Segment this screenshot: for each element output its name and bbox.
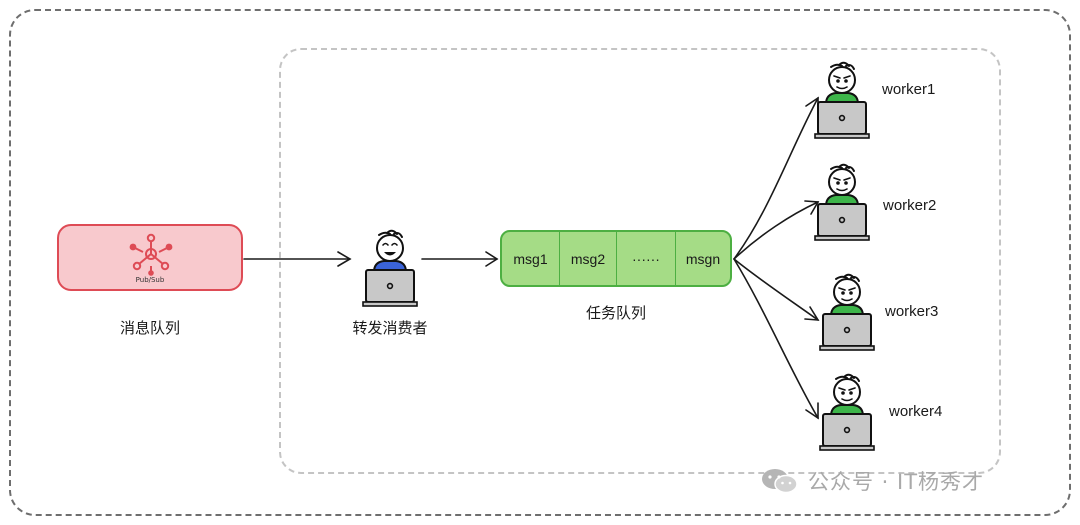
watermark-text: 公众号 · IT杨秀才 [808, 470, 985, 494]
wechat-icon [762, 469, 798, 494]
worker-label: worker2 [883, 197, 937, 214]
worker1-person-icon [814, 61, 870, 139]
worker-label: worker3 [885, 303, 939, 320]
arrow-to-worker2 [733, 201, 819, 260]
pubsub-icon-label: Pub/Sub [135, 276, 165, 284]
task-queue: msg1 msg2 ······ msgn [500, 230, 732, 287]
worker-label: worker1 [882, 81, 936, 98]
queue-cell: msgn [675, 232, 730, 285]
worker2-person-icon [814, 163, 870, 241]
worker4-person-icon [819, 373, 875, 451]
outer-frame [9, 9, 1071, 516]
forwarder-caption: 转发消费者 [352, 319, 428, 337]
pubsub-node: Pub/Sub [57, 224, 243, 291]
pubsub-icon [129, 233, 173, 276]
arrow-to-worker3 [733, 258, 819, 321]
arrows [243, 96, 820, 420]
task-queue-caption: 任务队列 [585, 304, 646, 322]
forwarder-person-icon [362, 229, 418, 307]
arrow-to-worker1 [733, 97, 819, 260]
worker-label: worker4 [889, 403, 943, 420]
queue-cell: msg1 [513, 250, 548, 267]
worker3-person-icon [819, 273, 875, 351]
inner-frame [279, 48, 1001, 474]
watermark: 公众号 · IT杨秀才 [760, 466, 984, 496]
pubsub-caption: 消息队列 [119, 319, 180, 337]
queue-cell: ······ [616, 232, 675, 285]
arrow-to-worker4 [733, 258, 819, 419]
queue-cell: msg2 [559, 232, 616, 285]
